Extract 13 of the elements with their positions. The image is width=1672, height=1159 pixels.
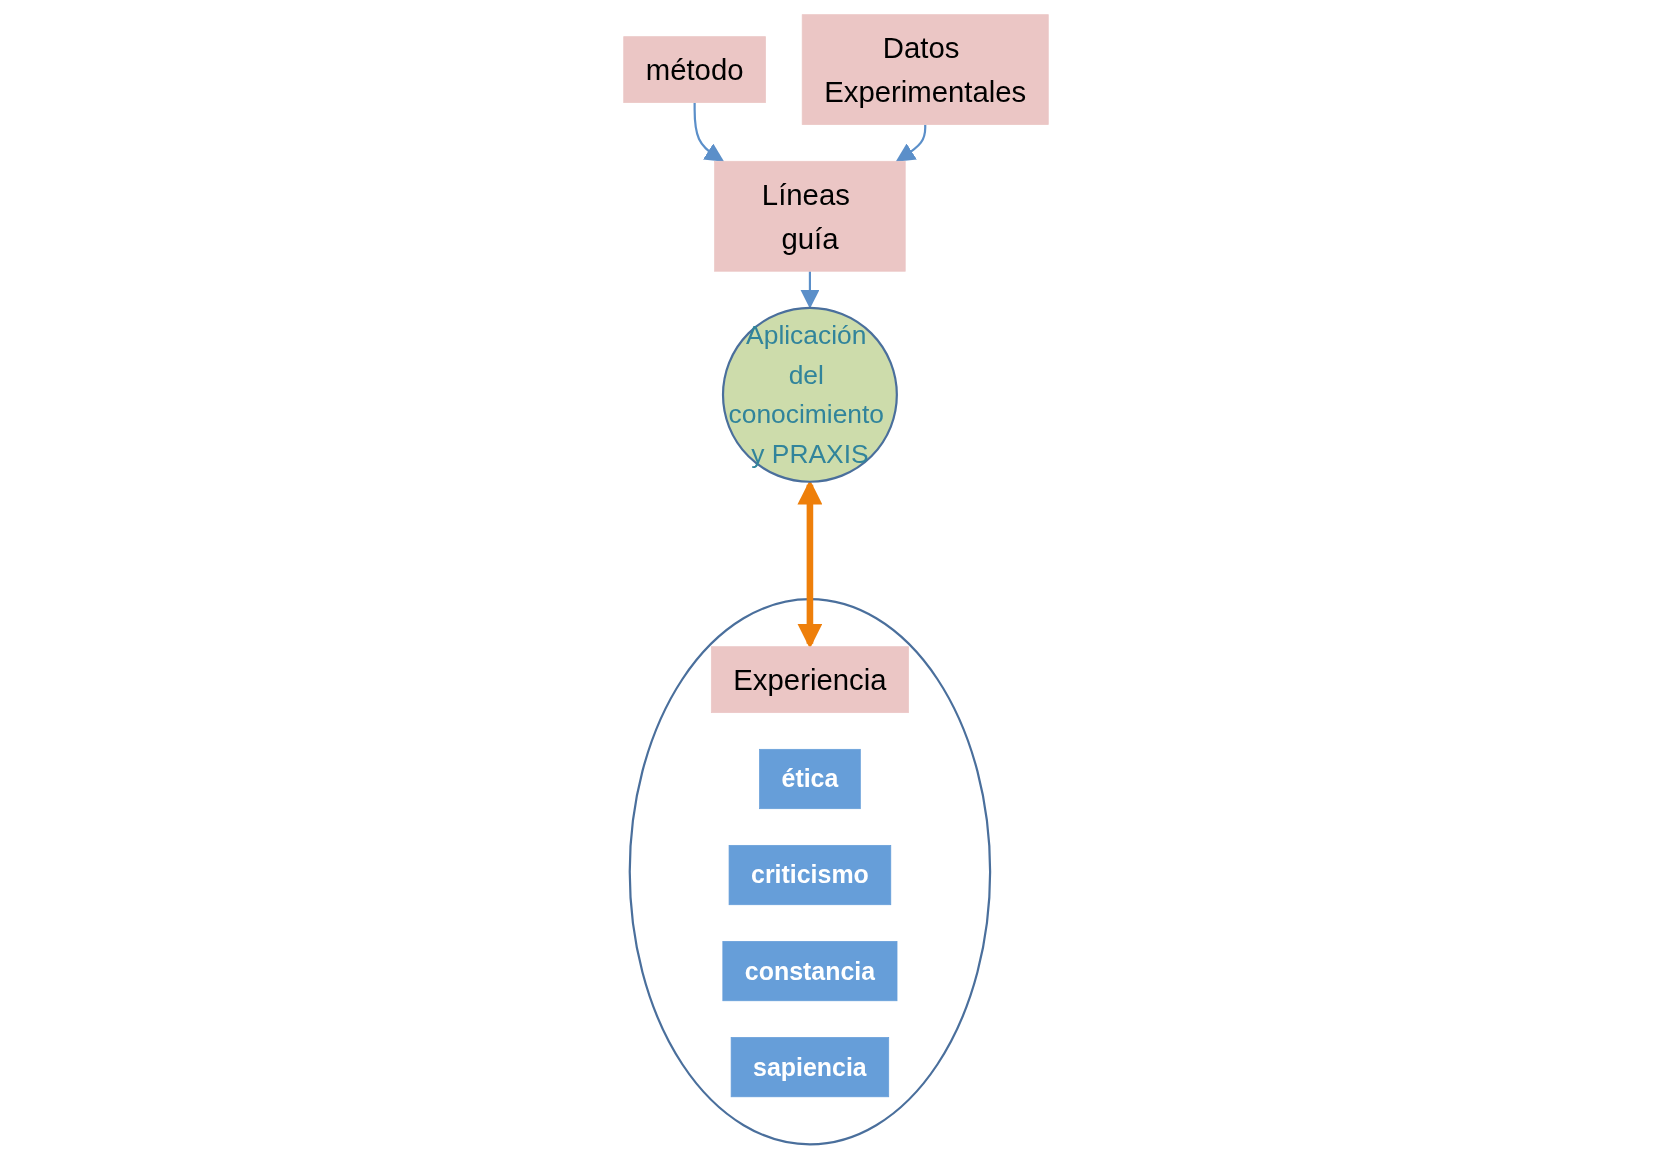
arrow xyxy=(693,102,725,162)
node-box: sapiencia xyxy=(730,1037,890,1098)
cluster xyxy=(628,598,992,1146)
arrow xyxy=(895,124,927,162)
node-box: Experiencia xyxy=(710,646,909,714)
node-circle: Aplicación del conocimiento y PRAXIS xyxy=(721,306,898,483)
node-box: Líneas guía xyxy=(714,160,906,272)
node-box: criticismo xyxy=(728,845,892,906)
node-box: Datos Experimentales xyxy=(801,14,1049,125)
node-box: ética xyxy=(759,748,861,810)
node-box: método xyxy=(623,36,766,103)
arrow xyxy=(800,271,820,309)
node-box: constancia xyxy=(722,941,898,1002)
